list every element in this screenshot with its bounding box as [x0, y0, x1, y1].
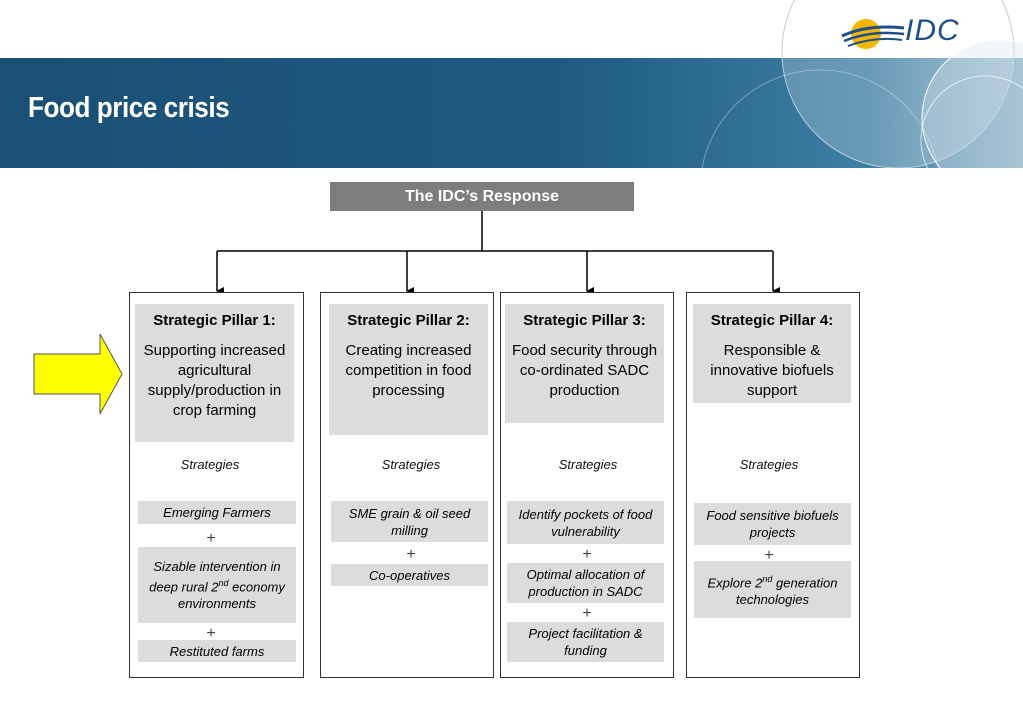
- plus-sign: +: [406, 546, 416, 563]
- pillar-title: Strategic Pillar 4:: [710, 312, 834, 329]
- strategies-label: Strategies: [381, 457, 441, 472]
- strategy-item: Explore 2nd generation technologies: [694, 561, 851, 618]
- idc-logo-icon: [841, 19, 905, 49]
- strategy-item: Identify pockets of food vulnerability: [507, 501, 664, 544]
- response-box: The IDC’s Response: [330, 182, 634, 211]
- strategy-text-tail: generation technologies: [736, 575, 838, 608]
- strategy-text: Explore 2: [707, 575, 763, 591]
- strategy-item: Optimal allocation of production in SADC: [507, 563, 664, 603]
- strategy-item: Restituted farms: [138, 640, 296, 662]
- pillar-3-header: Strategic Pillar 3: Food security throug…: [505, 304, 664, 423]
- superscript: nd: [762, 573, 773, 584]
- strategies-label: Strategies: [180, 457, 240, 472]
- pillar-2-header: Strategic Pillar 2: Creating increased c…: [329, 304, 488, 435]
- yellow-arrow-icon: [33, 333, 123, 415]
- plus-sign: +: [764, 547, 774, 564]
- pillar-title: Strategic Pillar 3:: [523, 312, 646, 329]
- pillar-1-header: Strategic Pillar 1: Supporting increased…: [135, 304, 294, 442]
- pillar-title: Strategic Pillar 1:: [153, 312, 276, 329]
- pillar-description: Supporting increased agricultural supply…: [143, 342, 286, 419]
- strategy-item: Sizable intervention in deep rural 2nd e…: [138, 547, 296, 623]
- page-title: Food price crisis: [28, 92, 230, 124]
- strategies-label: Strategies: [558, 457, 618, 472]
- strategy-item: Project facilitation & funding: [507, 622, 664, 662]
- plus-sign: +: [206, 530, 216, 547]
- strategy-item: SME grain & oil seed milling: [331, 501, 488, 542]
- pillar-description: Creating increased competition in food p…: [345, 342, 472, 399]
- pillar-description: Responsible & innovative biofuels suppor…: [710, 342, 834, 399]
- plus-sign: +: [582, 546, 592, 563]
- logo-text: IDC: [905, 14, 960, 47]
- strategy-text-tail: economy environments: [177, 579, 285, 612]
- strategy-item: Food sensitive biofuels projects: [694, 503, 851, 545]
- strategy-item: Co-operatives: [331, 564, 488, 586]
- superscript: nd: [218, 577, 229, 588]
- strategy-item: Emerging Farmers: [138, 501, 296, 524]
- strategy-text: Sizable intervention in deep rural 2: [149, 558, 281, 595]
- pillar-title: Strategic Pillar 2:: [347, 312, 470, 329]
- pillar-4-header: Strategic Pillar 4: Responsible & innova…: [693, 304, 851, 403]
- plus-sign: +: [206, 625, 216, 642]
- plus-sign: +: [582, 605, 592, 622]
- strategies-label: Strategies: [739, 457, 799, 472]
- pillar-description: Food security through co-ordinated SADC …: [511, 342, 658, 399]
